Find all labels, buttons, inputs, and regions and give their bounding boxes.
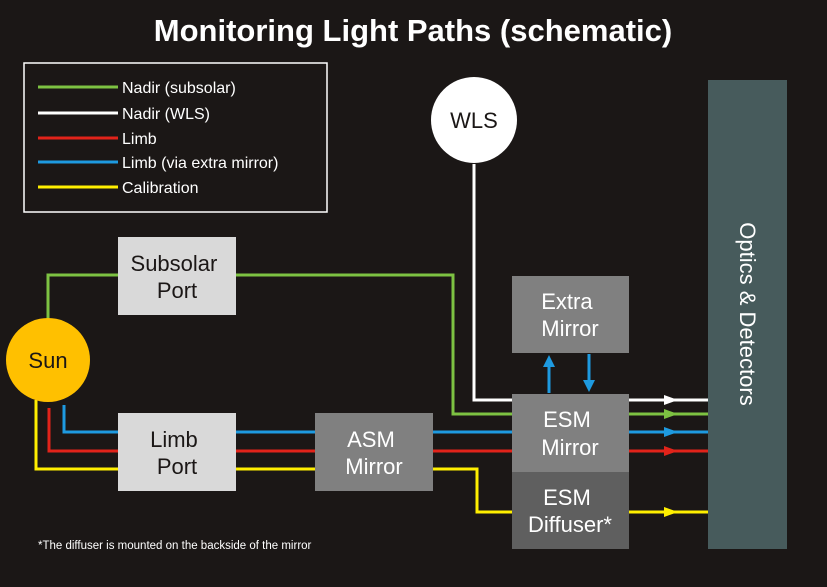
- path-nadir-wls: [472, 164, 708, 402]
- label-line: Mirror: [345, 454, 402, 479]
- limb-port-label: Limb Port: [150, 427, 204, 479]
- label-line: ESM: [543, 485, 591, 510]
- legend-label: Limb (via extra mirror): [122, 155, 278, 172]
- label-line: Diffuser*: [528, 512, 612, 537]
- label-line: Mirror: [541, 435, 598, 460]
- asm-mirror-box: ASM Mirror: [315, 413, 433, 491]
- wls-shape: [431, 77, 517, 163]
- asm-mirror-label: ASM Mirror: [345, 427, 402, 479]
- path-nadir-subsolar: [236, 273, 708, 416]
- subsolar-port-label: Subsolar Port: [131, 251, 224, 303]
- arrow-right-icon: [664, 507, 678, 517]
- label-line: Port: [157, 454, 197, 479]
- limb-port-box: Limb Port: [118, 413, 236, 491]
- esm-diffuser-shape: [512, 472, 629, 549]
- light-paths: [34, 164, 708, 514]
- legend-frame: [23, 62, 328, 213]
- extra-mirror-label: Extra Mirror: [541, 289, 598, 341]
- path-limb: [47, 408, 708, 453]
- path-nadir-subsolar: [46, 273, 118, 333]
- legend-label: Nadir (WLS): [122, 106, 210, 123]
- esm-diffuser-box: ESM Diffuser*: [512, 472, 629, 549]
- path-limb-extra-mirror: [62, 405, 708, 434]
- arrow-right-icon: [664, 409, 678, 419]
- label-line: ESM: [543, 407, 591, 432]
- arrow-up-icon: [543, 355, 555, 367]
- limb-port-shape: [118, 413, 236, 491]
- optics-detectors-panel: Optics & Detectors: [708, 80, 787, 549]
- legend-entry-nadir-wls: Nadir (WLS): [38, 106, 210, 123]
- arrow-down-icon: [583, 380, 595, 392]
- label-line: Port: [157, 278, 197, 303]
- esm-mirror-label: ESM Mirror: [541, 407, 598, 460]
- legend-entry-nadir-subsolar: Nadir (subsolar): [38, 80, 236, 97]
- sun-node: Sun: [6, 318, 90, 402]
- label-line: Limb: [150, 427, 198, 452]
- asm-mirror-shape: [315, 413, 433, 491]
- sun-shape: [6, 318, 90, 402]
- diagram-title: Monitoring Light Paths (schematic): [154, 13, 672, 48]
- arrow-right-icon: [664, 395, 678, 405]
- subsolar-port-box: Subsolar Port: [118, 237, 236, 315]
- esm-diffuser-label: ESM Diffuser*: [528, 485, 612, 537]
- optics-detectors-shape: [708, 80, 787, 549]
- extra-mirror-shape: [512, 276, 629, 353]
- label-line: ASM: [347, 427, 395, 452]
- wls-label: WLS: [450, 108, 498, 133]
- legend: Nadir (subsolar) Nadir (WLS) Limb Limb (…: [23, 62, 328, 213]
- label-line: Mirror: [541, 316, 598, 341]
- arrowheads: [543, 355, 678, 517]
- arrow-right-icon: [664, 427, 678, 437]
- legend-entry-calibration: Calibration: [38, 180, 198, 197]
- optics-detectors-label: Optics & Detectors: [735, 222, 760, 405]
- footnote: *The diffuser is mounted on the backside…: [38, 540, 312, 552]
- arrow-right-icon: [664, 446, 678, 456]
- legend-entry-limb: Limb: [38, 131, 157, 148]
- label-line: Subsolar: [131, 251, 218, 276]
- label-line: Extra: [541, 289, 593, 314]
- extra-mirror-box: Extra Mirror: [512, 276, 629, 353]
- subsolar-port-shape: [118, 237, 236, 315]
- legend-label: Calibration: [122, 180, 198, 197]
- wls-node: WLS: [431, 77, 517, 163]
- esm-mirror-shape: [512, 394, 629, 472]
- legend-label: Nadir (subsolar): [122, 80, 236, 97]
- legend-entry-limb-extra-mirror: Limb (via extra mirror): [38, 155, 278, 172]
- esm-mirror-box: ESM Mirror: [512, 394, 629, 472]
- sun-label: Sun: [28, 348, 67, 373]
- legend-label: Limb: [122, 131, 157, 148]
